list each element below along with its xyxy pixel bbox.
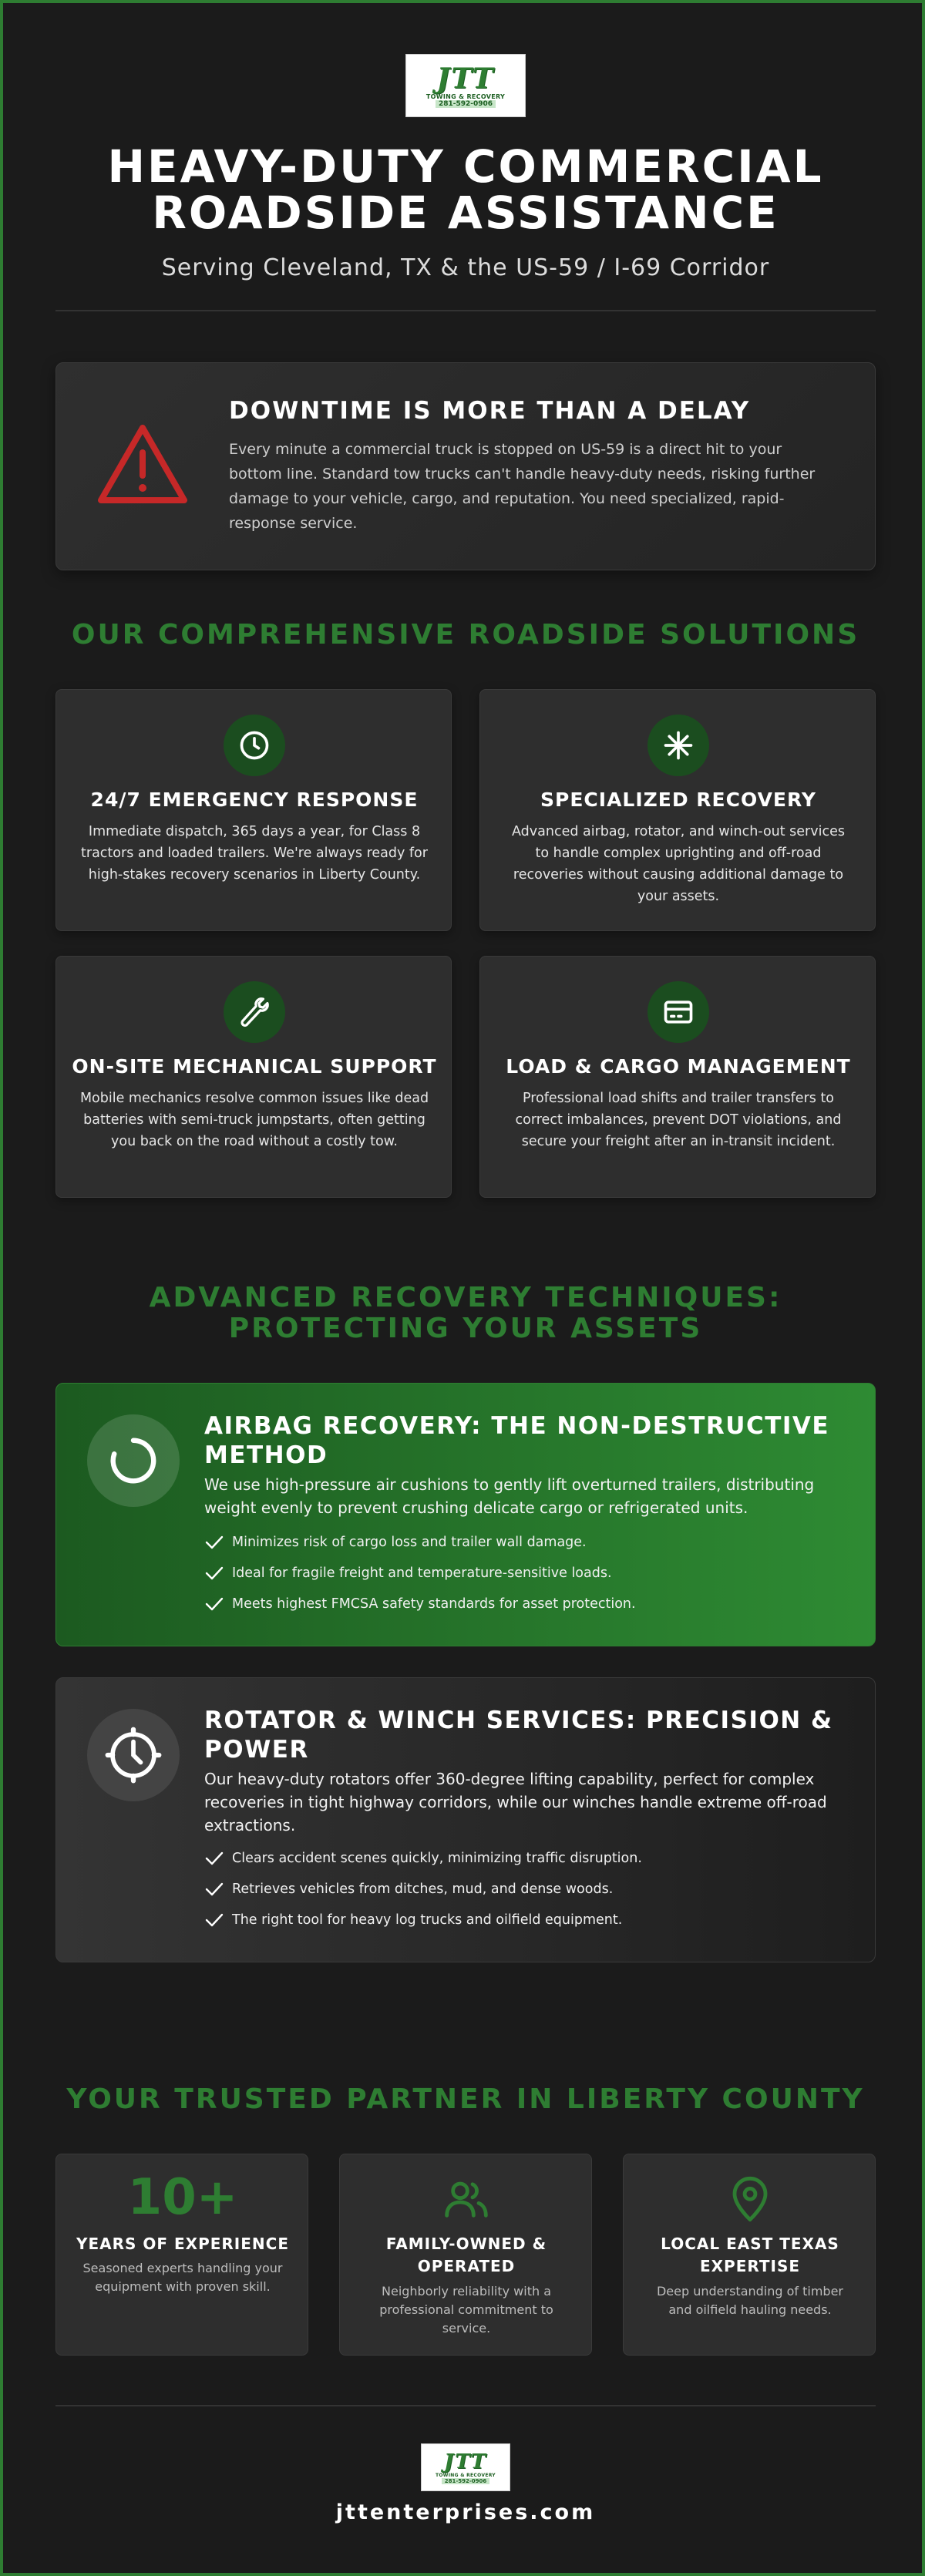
list-item: Meets highest FMCSA safety standards for… — [204, 1589, 844, 1619]
service-icon-wrap — [224, 981, 285, 1043]
bullet-text: Minimizes risk of cargo loss and trailer… — [232, 1535, 587, 1550]
hero-title-line2: ROADSIDE ASSISTANCE — [152, 187, 779, 239]
service-text: Professional load shifts and trailer tra… — [515, 1091, 842, 1149]
technique-title-line1: ROTATOR & WINCH SERVICES: PRECISION & — [204, 1707, 833, 1734]
technique-title: ROTATOR & WINCH SERVICES: PRECISION & PO… — [204, 1706, 852, 1764]
techniques-heading: ADVANCED RECOVERY TECHNIQUES: PROTECTING… — [34, 1283, 897, 1344]
service-icon-wrap — [648, 715, 709, 776]
technique-title-line2: METHOD — [204, 1441, 328, 1469]
timer-icon — [105, 1727, 162, 1784]
stat-title: YEARS OF EXPERIENCE — [76, 2235, 289, 2253]
logo-subtitle: TOWING & RECOVERY — [436, 2472, 496, 2478]
solutions-heading: OUR COMPREHENSIVE ROADSIDE SOLUTIONS — [71, 619, 860, 651]
clock-icon — [240, 731, 269, 760]
service-text: Mobile mechanics resolve common issues l… — [79, 1091, 429, 1149]
technique-card-airbag: AIRBAG RECOVERY: THE NON-DESTRUCTIVE MET… — [56, 1383, 876, 1646]
technique-icon-wrap — [87, 1414, 180, 1507]
stat-value: 10+ — [127, 2169, 238, 2226]
techniques-heading-line1: ADVANCED RECOVERY TECHNIQUES: — [149, 1282, 782, 1313]
bullet-text: Ideal for fragile freight and temperatur… — [232, 1565, 612, 1581]
technique-title-line2: POWER — [204, 1736, 309, 1764]
bullet-text: Meets highest FMCSA safety standards for… — [232, 1596, 636, 1612]
service-title: SPECIALIZED RECOVERY — [540, 789, 816, 811]
technique-card-rotator: ROTATOR & WINCH SERVICES: PRECISION & PO… — [56, 1677, 876, 1962]
check-icon — [205, 1535, 224, 1549]
service-card-recovery: SPECIALIZED RECOVERY Advanced airbag, ro… — [479, 689, 876, 931]
stat-card-family: FAMILY-OWNED & OPERATED Neighborly relia… — [339, 2154, 592, 2356]
asterisk-icon — [664, 731, 693, 760]
bullet-text: Retrieves vehicles from ditches, mud, an… — [232, 1882, 614, 1897]
hero-title-line1: HEAVY-DUTY COMMERCIAL — [107, 140, 824, 193]
check-icon — [205, 1597, 224, 1611]
service-title: ON-SITE MECHANICAL SUPPORT — [72, 1055, 437, 1078]
wrench-icon — [240, 997, 269, 1027]
technique-icon-wrap — [87, 1709, 180, 1801]
divider-top — [56, 310, 876, 311]
hero-title: HEAVY-DUTY COMMERCIAL ROADSIDE ASSISTANC… — [34, 143, 897, 236]
stat-text: Seasoned experts handling your equipment… — [82, 2261, 283, 2294]
logo-mark: JTT — [436, 62, 495, 95]
hero-subtitle: Serving Cleveland, TX & the US-59 / I-69… — [161, 254, 770, 281]
stat-title-line2: EXPERTISE — [699, 2257, 801, 2275]
partner-heading: YOUR TRUSTED PARTNER IN LIBERTY COUNTY — [66, 2083, 865, 2115]
technique-title-line1: AIRBAG RECOVERY: THE NON-DESTRUCTIVE — [204, 1412, 830, 1440]
list-item: Ideal for fragile freight and temperatur… — [204, 1558, 844, 1589]
stat-title-line2: OPERATED — [417, 2257, 516, 2275]
stat-card-local: LOCAL EAST TEXAS EXPERTISE Deep understa… — [623, 2154, 876, 2356]
bullet-text: The right tool for heavy log trucks and … — [232, 1912, 623, 1928]
service-text: Advanced airbag, rotator, and winch-out … — [512, 824, 845, 904]
technique-text: Our heavy-duty rotators offer 360-degree… — [204, 1770, 827, 1834]
check-icon — [205, 1851, 224, 1865]
brand-logo[interactable]: JTT TOWING & RECOVERY 281-592-0906 — [405, 54, 526, 117]
footer-logo[interactable]: JTT TOWING & RECOVERY 281-592-0906 — [421, 2443, 510, 2491]
list-item: The right tool for heavy log trucks and … — [204, 1905, 844, 1935]
check-icon — [205, 1882, 224, 1896]
service-title: 24/7 EMERGENCY RESPONSE — [90, 789, 419, 811]
technique-text: We use high-pressure air cushions to gen… — [204, 1475, 815, 1517]
divider-bottom — [56, 2405, 876, 2406]
stat-title: LOCAL EAST TEXAS EXPERTISE — [639, 2233, 861, 2278]
service-card-cargo: LOAD & CARGO MANAGEMENT Professional loa… — [479, 956, 876, 1198]
alert-title: DOWNTIME IS MORE THAN A DELAY — [229, 397, 751, 425]
service-icon-wrap — [648, 981, 709, 1043]
stat-card-experience: 10+ YEARS OF EXPERIENCE Seasoned experts… — [56, 2154, 308, 2356]
service-title: LOAD & CARGO MANAGEMENT — [506, 1055, 851, 1078]
list-item: Retrieves vehicles from ditches, mud, an… — [204, 1874, 844, 1905]
stat-text: Neighborly reliability with a profession… — [379, 2284, 553, 2336]
service-text: Immediate dispatch, 365 days a year, for… — [81, 824, 428, 883]
technique-title: AIRBAG RECOVERY: THE NON-DESTRUCTIVE MET… — [204, 1411, 852, 1470]
technique-bullets: Clears accident scenes quickly, minimizi… — [204, 1843, 844, 1935]
logo-mark: JTT — [443, 2450, 488, 2473]
list-item: Clears accident scenes quickly, minimizi… — [204, 1843, 844, 1874]
warning-triangle-icon — [98, 425, 187, 503]
card-icon — [664, 1000, 693, 1024]
bullet-text: Clears accident scenes quickly, minimizi… — [232, 1851, 642, 1866]
service-card-emergency: 24/7 EMERGENCY RESPONSE Immediate dispat… — [56, 689, 452, 931]
users-icon — [445, 2181, 488, 2218]
techniques-heading-line2: PROTECTING YOUR ASSETS — [228, 1313, 703, 1344]
stat-title-line1: LOCAL EAST TEXAS — [661, 2235, 839, 2253]
check-icon — [205, 1913, 224, 1927]
check-icon — [205, 1566, 224, 1580]
stat-title: FAMILY-OWNED & OPERATED — [355, 2233, 577, 2278]
stat-text: Deep understanding of timber and oilfiel… — [656, 2284, 844, 2317]
logo-subtitle: TOWING & RECOVERY — [426, 92, 506, 100]
list-item: Minimizes risk of cargo loss and trailer… — [204, 1527, 844, 1558]
stat-title-line1: FAMILY-OWNED & — [385, 2235, 547, 2253]
downtime-alert-card: DOWNTIME IS MORE THAN A DELAY Every minu… — [56, 362, 876, 570]
logo-phone: 281-592-0906 — [435, 99, 496, 108]
service-icon-wrap — [224, 715, 285, 776]
spinner-icon — [110, 1438, 156, 1484]
logo-phone: 281-592-0906 — [441, 2477, 490, 2484]
technique-bullets: Minimizes risk of cargo loss and trailer… — [204, 1527, 844, 1619]
alert-text: Every minute a commercial truck is stopp… — [229, 441, 816, 532]
website-link[interactable]: jttenterprises.com — [335, 2500, 596, 2524]
map-pin-icon — [732, 2177, 768, 2222]
service-card-mechanical: ON-SITE MECHANICAL SUPPORT Mobile mechan… — [56, 956, 452, 1198]
